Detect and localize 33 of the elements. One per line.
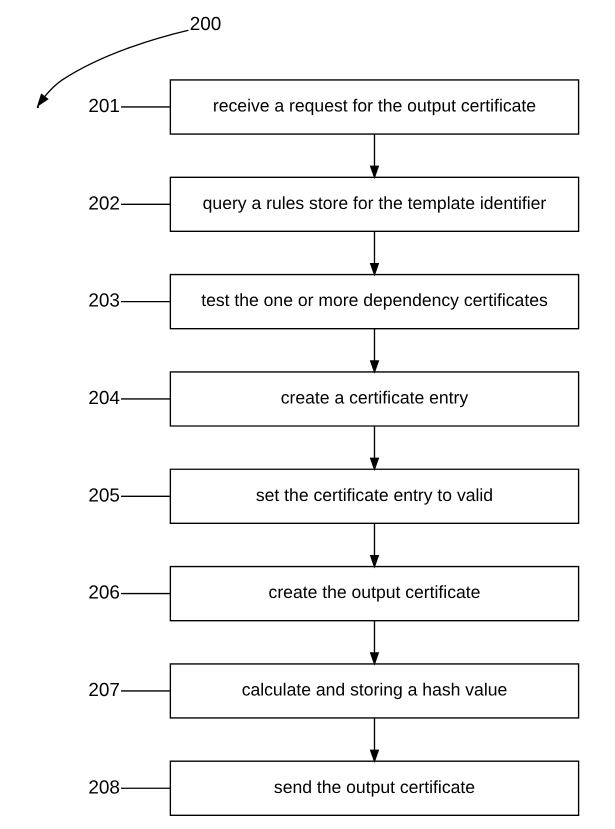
node-text: 206 [88,582,120,604]
node-box: send the output certificate [169,760,579,816]
arrow [369,620,379,666]
node-text: 202 [88,193,120,214]
arrow [369,328,379,374]
connector [120,592,170,594]
node-box: calculate and storing a hash value [169,663,579,719]
node-text: 200 [189,14,221,36]
node-box: test the one or more dependency certificates [169,274,579,330]
node-text: 204 [88,388,120,409]
arrow [369,524,379,568]
connector [120,398,170,400]
arrow [369,718,379,764]
node-text: 205 [88,485,120,506]
connector [120,204,170,205]
node-box: receive a request for the output certificate [169,79,579,135]
node-box: query a rules store for the template identifier [169,176,579,232]
node-text: 203 [88,290,120,312]
node-text: 201 [88,96,120,117]
arrow [36,30,188,108]
connector [120,690,170,692]
connector [120,106,170,108]
arrow [369,426,379,472]
connector [120,496,170,497]
arrow [369,134,379,180]
arrow [369,232,379,276]
connector [120,300,170,302]
node-box: set the certificate entry to valid [169,468,579,524]
node-box: create the output certificate [169,566,579,622]
node-box: create a certificate entry [169,371,579,427]
node-text: 208 [88,777,120,798]
connector [120,788,170,789]
node-text: 207 [88,680,120,701]
